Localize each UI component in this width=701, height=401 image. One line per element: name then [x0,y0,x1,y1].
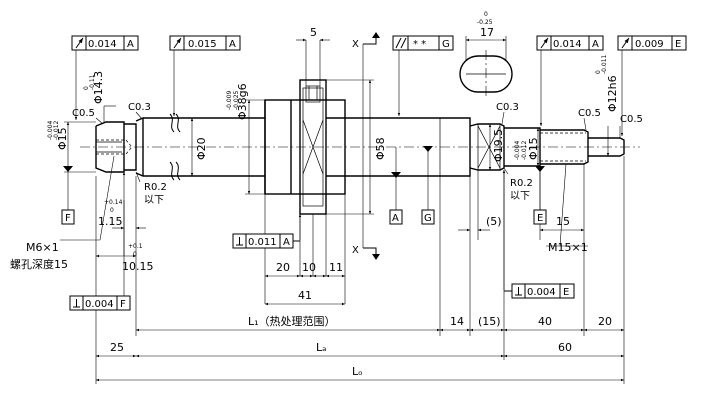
gdt-texts: 0.014 A 0.015 A * * G 0.014 A 0.009 E 0.… [85,39,681,310]
length-label: 10.15 [122,260,154,273]
datum-letter: A [392,213,399,224]
tolerance: 0 [595,70,602,74]
tolerance: -0.011 [601,54,608,74]
length-label: 60 [558,341,572,354]
gdt-perp-right [504,283,575,299]
dimension-lines [60,36,625,384]
dimension-texts: Φ15 -0.004 -0.012 Φ14.3 0 -0.11 C0.5 C0.… [10,11,643,378]
length-label: 20 [598,315,612,328]
length-label: 10 [302,261,316,274]
tolerance: 0 [83,86,90,90]
gdt-datum: E [675,39,681,50]
gdt-perp-nut [232,233,300,249]
datum-letter: G [424,213,432,224]
length-label: 25 [110,341,124,354]
radius-label: R0.2 [144,182,167,193]
diameter-label: Φ15 [527,137,540,160]
diameter-label: Φ38g6 [236,83,249,120]
datum-box-e [533,209,547,225]
gdt-value: 0.009 [635,39,664,50]
gdt-value: 0.014 [553,39,582,50]
tolerance: +0.1 [128,243,143,250]
chamfer-label: C0.3 [128,102,151,113]
gdt-value: 0.011 [248,237,277,248]
chamfer-label: C0.5 [620,114,643,125]
diameter-label: Φ19.5 [492,129,505,162]
thread-label: M6×1 [26,241,59,254]
datum-box-a [389,209,403,225]
length-label: 15 [556,215,570,228]
tapped-hole [96,139,133,155]
radius-label: R0.2 [510,178,533,189]
tolerance: -0.25 [477,19,493,26]
gdt-value: 0.004 [527,287,556,298]
gdt-runout-right [536,35,604,51]
gdt-value: * * [413,39,426,50]
gdt-total-runout [392,35,454,51]
datum-box-f [61,209,75,225]
thread-label: M15×1 [548,241,588,254]
datum-letters: F A G E [65,213,543,224]
diameter-label: Φ15 [56,127,69,150]
tolerance: -0.012 [521,140,528,160]
tolerance: -0.009 [226,90,233,110]
length-label: (15) [478,315,501,328]
gdt-datum: A [229,39,236,50]
tolerance: -0.012 [53,120,60,140]
gdt-datum: A [592,39,599,50]
shaft-outline [95,113,625,181]
length-label: Lₐ [316,341,326,354]
gdt-perp-left [69,295,131,311]
datum-box-g [421,209,435,225]
gdt-value: 0.014 [88,39,117,50]
length-label: 41 [298,289,312,302]
gdt-value: 0.004 [85,299,114,310]
radius-note: 以下 [510,191,530,202]
diameter-label: Φ12h6 [606,75,619,112]
tolerance: +0.14 [104,199,123,206]
length-label: 14 [450,315,464,328]
length-label: Lₒ [352,365,363,378]
thread-depth-note: 螺孔深度15 [10,257,68,271]
length-label: L₁（热处理范围） [248,314,336,328]
length-label: 40 [538,315,552,328]
gdt-datum: E [563,287,569,298]
datum-letter: F [65,213,71,224]
chamfer-label: C0.5 [72,108,95,119]
gdt-runout-mid [169,35,241,51]
diameter-label: Φ58 [374,137,387,160]
tolerance: -0.025 [233,90,240,110]
length-label: 1.15 [98,215,123,228]
ball-nut [264,79,346,215]
chamfer-label: C0.5 [578,108,601,119]
radius-note: 以下 [144,195,164,206]
length-label: 20 [276,261,290,274]
tolerance: -0.004 [514,140,521,160]
tolerance: 0 [484,11,488,18]
datum-letter: E [537,213,543,224]
tolerance: 0 [110,207,114,214]
gdt-runout-far-right [617,35,687,51]
tolerance: 0 [133,251,137,258]
section-letter: X [352,39,359,50]
gdt-value: 0.015 [188,39,217,50]
section-marker-top [363,32,380,45]
width-label: 17 [480,26,494,39]
length-label: 11 [329,261,343,274]
diameter-label: Φ20 [195,137,208,160]
gdt-runout-left [71,35,139,51]
diameter-label: Φ14.3 [92,71,105,104]
tolerance: -0.11 [89,74,96,90]
width-label: 5 [310,26,317,39]
gdt-datum: F [120,299,126,310]
tolerance: -0.004 [47,120,54,140]
gdt-datum: A [127,39,134,50]
gdt-datum: A [283,237,290,248]
section-marker-bottom [363,247,380,260]
length-label: (5) [486,215,502,228]
chamfer-label: C0.3 [496,102,519,113]
section-letter: X [352,245,359,256]
gdt-datum: G [442,39,450,50]
